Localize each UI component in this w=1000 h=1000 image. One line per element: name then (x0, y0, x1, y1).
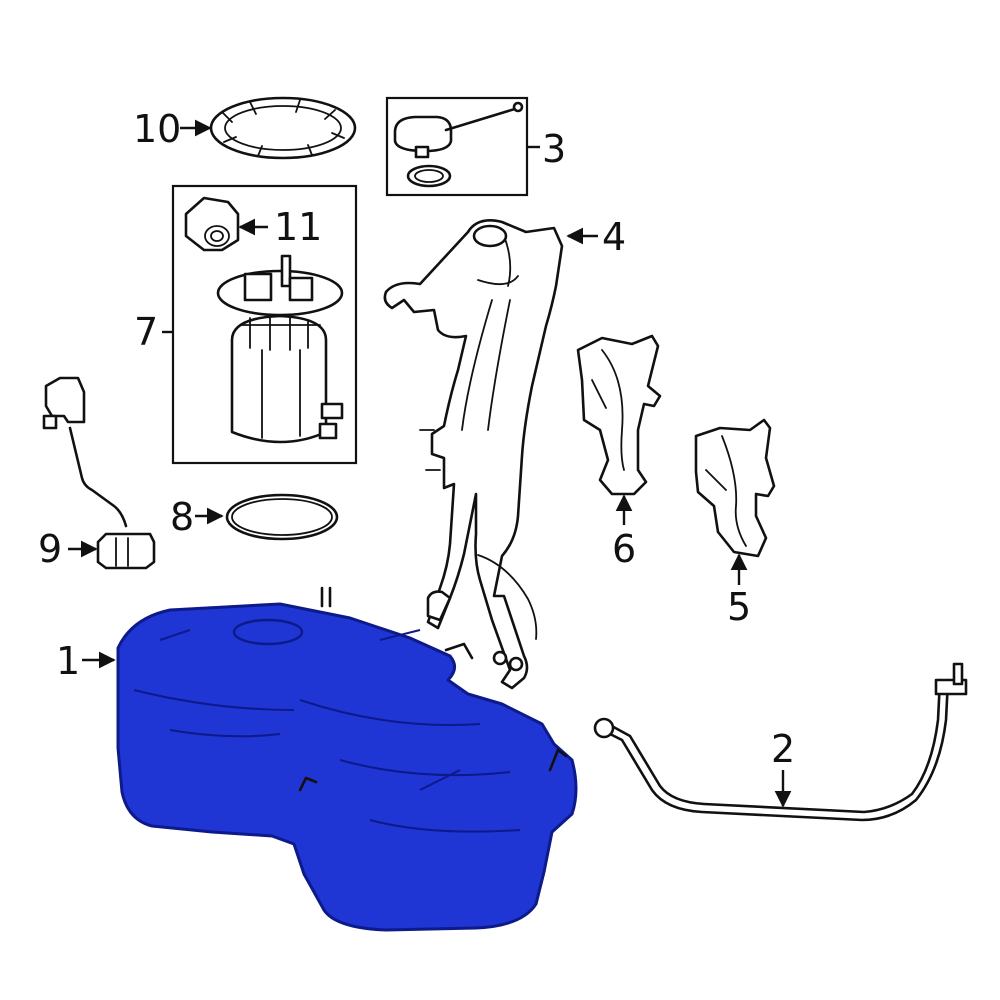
heat-shield-upper-part[interactable] (576, 334, 662, 496)
callout-2-label: 2 (771, 727, 795, 771)
fuel-sender-part[interactable] (393, 101, 524, 188)
fuel-tank-part[interactable] (116, 586, 578, 932)
o-ring-seal-part[interactable] (225, 493, 339, 541)
callout-5-label: 5 (727, 585, 751, 629)
callout-6-label: 6 (612, 527, 636, 571)
wiring-harness-part[interactable] (42, 376, 156, 570)
callout-7-label: 7 (134, 310, 158, 354)
filler-pipe-part[interactable] (383, 219, 564, 690)
callout-8-label: 8 (170, 495, 194, 539)
fuel-pump-module-part[interactable] (216, 254, 344, 444)
callout-1-label: 1 (56, 639, 80, 683)
callout-11-label: 11 (274, 205, 322, 249)
tank-strap-part[interactable] (593, 662, 968, 822)
callout-10-label: 10 (133, 107, 181, 151)
callout-4-label: 4 (602, 215, 626, 259)
fuel-pump-module-box (171, 184, 358, 465)
heat-shield-lower-part[interactable] (694, 418, 776, 558)
callout-9-label: 9 (38, 527, 62, 571)
lock-ring-part[interactable] (209, 96, 357, 160)
callout-3-label: 3 (542, 127, 566, 171)
check-valve-part[interactable] (184, 196, 240, 252)
